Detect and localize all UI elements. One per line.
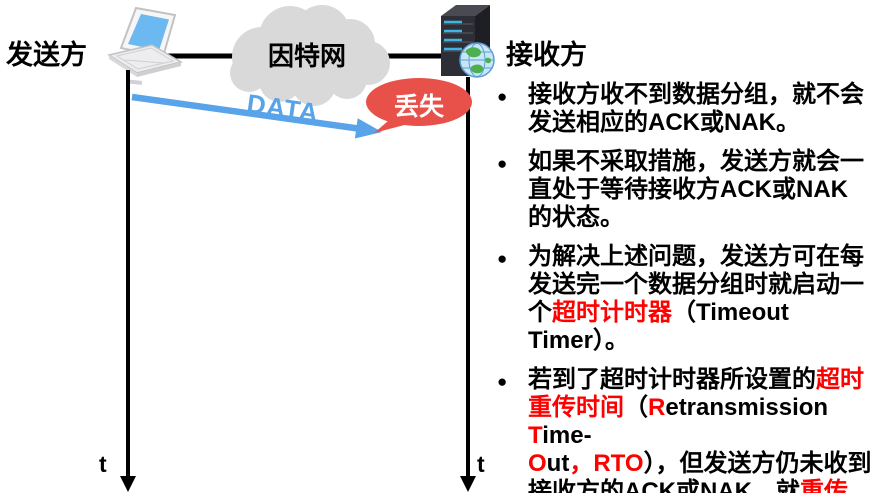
bullet-marker: ● xyxy=(497,154,508,173)
bullet-list: ● 接收方收不到数据分组，就不会 发送相应的ACK或NAK。 ● 如果不采取措施，发送… xyxy=(497,81,883,493)
lost-bubble-label: 丢失 xyxy=(393,93,444,121)
bullet-marker: ● xyxy=(497,249,508,268)
bullet-item: ● 为解决上述问题，发送方可在每 发送完一个数据分组时就启动一 个超时计时器（Ti… xyxy=(497,243,883,355)
lost-bubble xyxy=(366,78,472,133)
sender-timeline xyxy=(120,70,136,492)
bullet-text: 若到了超时计时器所设置的超时 重传时间（Retransmission Time-… xyxy=(528,366,872,493)
laptop-icon xyxy=(107,6,183,85)
bullet-item: ● 若到了超时计时器所设置的超时 重传时间（Retransmission Time… xyxy=(497,366,883,493)
internet-label: 因特网 xyxy=(267,41,346,71)
bullet-text: 接收方收不到数据分组，就不会 发送相应的ACK或NAK。 xyxy=(528,81,864,136)
data-arrow xyxy=(131,93,382,139)
bullet-item: ● 接收方收不到数据分组，就不会 发送相应的ACK或NAK。 xyxy=(497,81,883,137)
sender-time-axis-label: t xyxy=(99,451,107,477)
bullet-marker: ● xyxy=(497,372,508,391)
receiver-time-axis-label: t xyxy=(477,451,485,477)
internet-cloud-icon xyxy=(230,5,390,106)
bullet-text: 如果不采取措施，发送方就会一 直处于等待接收方ACK或NAK 的状态。 xyxy=(528,148,864,231)
bullet-marker: ● xyxy=(497,87,508,106)
receiver-label: 接收方 xyxy=(506,40,587,70)
receiver-timeline xyxy=(460,77,476,492)
sender-label: 发送方 xyxy=(6,40,87,70)
globe-icon xyxy=(459,42,495,78)
bullet-item: ● 如果不采取措施，发送方就会一 直处于等待接收方ACK或NAK 的状态。 xyxy=(497,148,883,232)
bullet-text: 为解决上述问题，发送方可在每 发送完一个数据分组时就启动一 个超时计时器（Tim… xyxy=(528,243,864,354)
